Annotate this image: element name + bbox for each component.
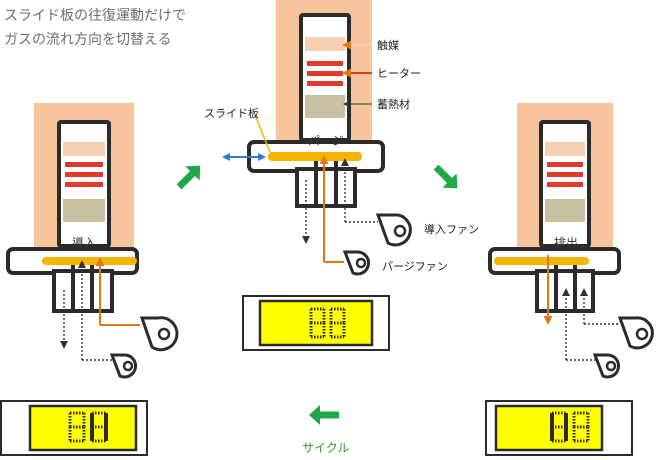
display-panel-center — [242, 295, 390, 351]
cycle-arrow-left — [309, 405, 339, 425]
fan-icon — [342, 250, 371, 276]
purge-port-label: パージ — [308, 134, 344, 148]
slide-plate — [268, 152, 362, 161]
cycle-arrow-up-right — [176, 165, 201, 190]
fan-icon — [617, 316, 654, 350]
seven-segment-display — [550, 411, 590, 443]
display-panel-right — [485, 400, 633, 456]
catalyst-label: 触媒 — [377, 38, 399, 52]
intake-fan-label: 導入ファン — [424, 222, 479, 236]
title-line-1: スライド板の往復運動だけで — [4, 8, 186, 24]
diagram-title: スライド板の往復運動だけで ガスの流れ方向を切替える — [4, 4, 186, 52]
slide-plate-label: スライド板 — [204, 106, 259, 120]
title-line-2: ガスの流れ方向を切替える — [4, 32, 172, 48]
center-unit: パージ スライド板 触媒 ヒーター 蓄熱材 導入ファン パー — [204, 0, 479, 276]
heat-storage-layer — [305, 95, 345, 118]
intake-port-label: 導入 — [72, 236, 96, 250]
seven-segment-display — [68, 411, 108, 443]
fan-icon — [592, 353, 621, 379]
heater-label: ヒーター — [377, 67, 421, 80]
left-unit: 導入 — [6, 103, 179, 379]
slide-plate — [42, 257, 137, 265]
cycle-label: サイクル — [302, 441, 349, 455]
catalyst-layer — [545, 142, 585, 156]
catalyst-layer — [63, 142, 105, 156]
heat-storage-label: 蓄熱材 — [377, 97, 410, 111]
fan-icon — [109, 353, 138, 379]
cycle-arrow-down-right — [433, 164, 458, 189]
fan-icon — [139, 316, 179, 352]
heat-storage-layer — [545, 199, 585, 222]
heat-storage-layer — [63, 199, 105, 222]
catalyst-layer — [305, 37, 345, 51]
display-panel-left — [0, 400, 148, 456]
seven-segment-display — [309, 307, 346, 339]
slide-plate — [494, 257, 589, 265]
right-unit: 排出 — [488, 103, 654, 379]
exhaust-port-label: 排出 — [554, 236, 578, 250]
purge-fan-label: パージファン — [382, 260, 448, 273]
fan-icon — [375, 213, 412, 247]
